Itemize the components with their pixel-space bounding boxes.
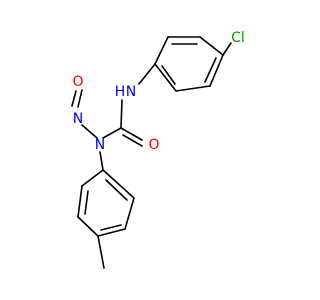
atom-n-upper: N <box>73 111 83 127</box>
bond-n-o-2 <box>71 90 77 107</box>
bond <box>209 54 224 87</box>
bond <box>199 36 224 56</box>
bond-n-n <box>81 124 98 139</box>
double-bond <box>100 224 122 231</box>
bond-c-o <box>120 127 143 141</box>
bond <box>124 197 135 230</box>
bond-c-cl <box>222 42 232 56</box>
bond-c-o-2 <box>122 134 143 147</box>
double-bond <box>84 190 89 215</box>
double-bond <box>161 65 176 85</box>
bond <box>175 85 211 92</box>
tolyl-ring <box>77 169 135 237</box>
molecule-structure: Cl H N O N N O <box>71 30 245 269</box>
bond <box>97 228 126 237</box>
bond-c-n <box>102 127 122 139</box>
bond-n-ring <box>99 151 104 171</box>
double-bond <box>105 179 128 201</box>
bond <box>154 63 177 92</box>
double-bond <box>204 57 217 83</box>
atom-cl: Cl <box>231 30 245 46</box>
atom-o-carbonyl: O <box>148 137 159 153</box>
bond <box>81 169 104 187</box>
atom-n-nitroso: N <box>95 137 105 153</box>
bond-n-o <box>77 89 83 108</box>
bond-methyl <box>97 235 105 269</box>
bond <box>102 169 135 199</box>
bond <box>77 185 83 218</box>
bond-nh-c <box>120 99 123 129</box>
chlorophenyl-ring <box>154 36 224 92</box>
atom-n-amide: N <box>126 84 136 100</box>
bond-ring-nh <box>138 63 156 85</box>
bond <box>77 216 99 237</box>
atom-o-nitroso: O <box>72 74 83 90</box>
molecule-structure-canvas: Cl H N O N N O <box>71 30 245 269</box>
bond <box>154 36 169 65</box>
atom-h: H <box>115 84 126 100</box>
